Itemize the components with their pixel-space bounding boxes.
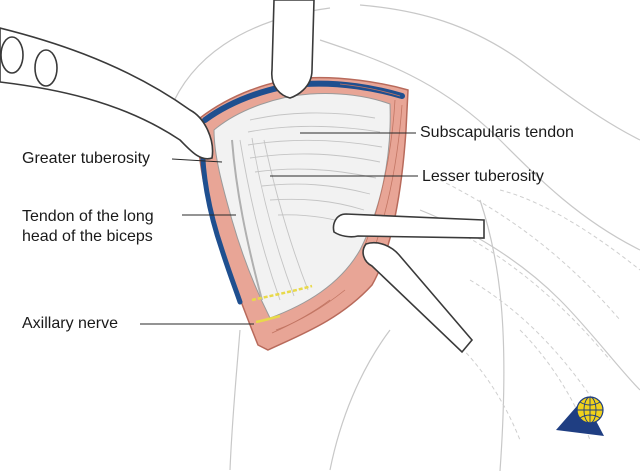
right-retractor-lower	[362, 241, 474, 354]
label-biceps-line2: head of the biceps	[22, 228, 153, 245]
label-lesser-tuberosity: Lesser tuberosity	[422, 168, 544, 185]
retractor-hole-2	[34, 49, 58, 87]
left-retractor	[0, 27, 214, 160]
label-biceps-tendon: Tendon of the long head of the biceps	[22, 207, 154, 247]
leader-greater	[171, 158, 223, 163]
axillary-nerve-lower	[255, 314, 281, 324]
leader-lines	[140, 132, 418, 325]
right-retractor-upper	[332, 213, 485, 239]
exposed-tendon-area	[213, 93, 391, 319]
axillary-nerve	[251, 284, 313, 302]
biceps-tendon	[231, 139, 263, 301]
label-subscapularis-tendon: Subscapularis tendon	[420, 124, 574, 141]
label-biceps-line1: Tendon of the long	[22, 208, 154, 225]
retractor-hole-1	[0, 36, 24, 74]
label-axillary-nerve: Axillary nerve	[22, 315, 119, 332]
top-retractor	[271, 0, 315, 99]
label-greater-tuberosity: Greater tuberosity	[22, 150, 151, 167]
dashed-skin-lines	[429, 179, 640, 441]
globe-triangle-logo	[556, 396, 604, 436]
